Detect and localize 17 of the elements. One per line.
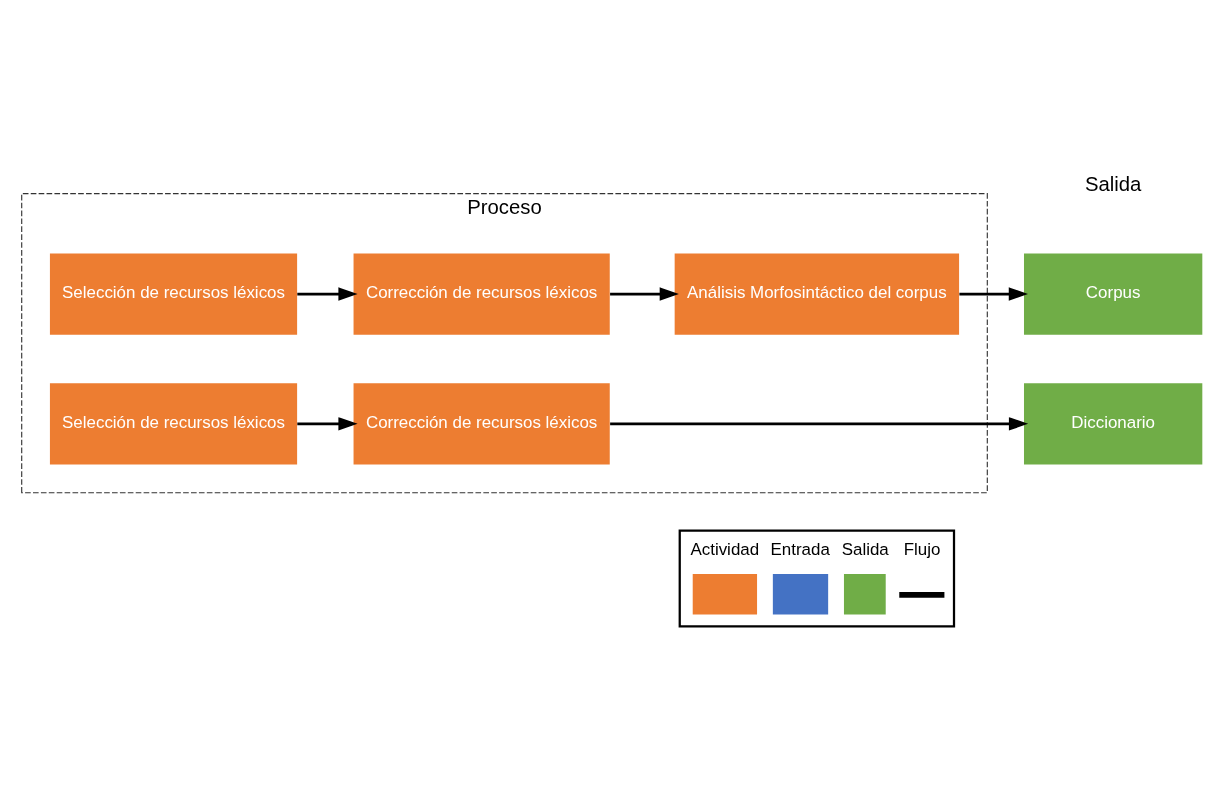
node-box: Corpus (1024, 252, 1203, 335)
node-box: Selección de recursos léxicos (49, 382, 298, 464)
node-box: Diccionario (1024, 382, 1203, 464)
node-box: Corrección de recursos léxicos (353, 252, 610, 335)
arrow (610, 416, 1029, 431)
node-box: Corrección de recursos léxicos (353, 382, 610, 464)
label: Salida (1084, 172, 1142, 195)
node-box: Análisis Morfosintáctico del corpus (674, 252, 960, 335)
arrow (959, 286, 1028, 301)
arrow (297, 286, 358, 301)
node-box: Selección de recursos léxicos (49, 252, 298, 335)
legend-label: Flujo (903, 539, 941, 559)
legend-label: Salida (841, 539, 889, 559)
legend-label: Entrada (770, 539, 830, 559)
arrow (297, 416, 358, 431)
arrow (610, 286, 679, 301)
legend-label: Actividad (690, 539, 760, 559)
